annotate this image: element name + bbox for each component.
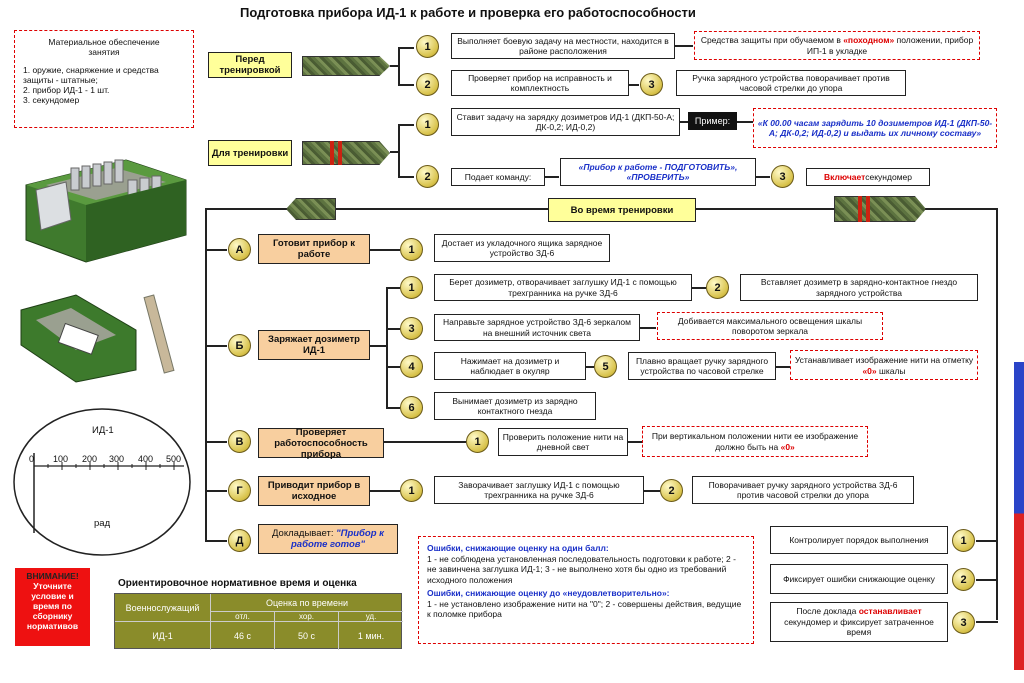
stage-a-label: Готовит прибор к работе [258, 234, 370, 264]
norm-value-good: 50 с [275, 622, 339, 650]
stage-v-step-1: Проверить положение нити на дневной свет [498, 428, 628, 456]
scale-tick-label: 300 [109, 454, 125, 464]
stage-g-step-2: Поворачивает ручку зарядного устройства … [692, 476, 914, 504]
step-number: 2 [660, 479, 683, 502]
errors-text-2: 1 - не установлено изображение нити на "… [427, 598, 742, 620]
scale-tick-label: 200 [82, 454, 98, 464]
step-number: 2 [416, 165, 439, 188]
errors-text-1: 1 - не соблюдена установленная последова… [427, 553, 736, 585]
norm-row-device: ИД-1 [115, 622, 211, 650]
shoulder-strap-soldier [302, 56, 390, 76]
shoulder-strap-officer-small [834, 196, 926, 222]
lead-example-text: «К 00.00 часам зарядить 10 дозиметров ИД… [753, 108, 997, 148]
stage-b-step-5-note: Устанавливает изображение нити на отметк… [790, 350, 978, 380]
step-number: 3 [640, 73, 663, 96]
for-training-label: Для тренировки [208, 140, 292, 166]
norm-col-grade: Оценка по времени [211, 594, 403, 612]
stage-b-step-1: Берет дозиметр, отворачивает заглушку ИД… [434, 274, 692, 301]
before-step-1-note: Средства защиты при обучаемом в «походно… [694, 31, 980, 60]
right-step-3: После доклада останавливает секундомер и… [770, 602, 948, 642]
stage-v-step-1-note: При вертикальном положении нити ее изобр… [642, 426, 868, 457]
stage-a-step-1: Достает из укладочного ящика зарядное ус… [434, 234, 610, 262]
dosimeter-scale [12, 408, 192, 556]
shoulder-strap-officer [302, 141, 390, 165]
step-number: 6 [400, 396, 423, 419]
stage-letter: А [228, 238, 251, 261]
step-number: 4 [400, 355, 423, 378]
flag-stripe [1014, 210, 1024, 670]
lead-command: «Прибор к работе - ПОДГОТОВИТЬ», «ПРОВЕР… [560, 158, 756, 186]
errors-heading-1: Ошибки, снижающие оценку на один балл: [427, 543, 609, 553]
shoulder-strap-soldier-small [286, 198, 336, 220]
material-items: 1. оружие, снаряжение и средства защиты … [23, 65, 159, 105]
norm-value-satisfactory: 1 мин. [357, 631, 385, 641]
stage-b-label: Заряжает дозиметр ИД-1 [258, 330, 370, 360]
step-number: 5 [594, 355, 617, 378]
during-training-label: Во время тренировки [548, 198, 696, 222]
right-step-1: Контролирует порядок выполнения [770, 526, 948, 554]
stage-v-label: Проверяет работоспособность прибора [258, 427, 384, 460]
stage-g-label: Приводит прибор в исходное [258, 476, 370, 506]
scale-tick-label: 400 [138, 454, 154, 464]
before-training-label: Перед тренировкой [208, 52, 292, 78]
step-number: 3 [952, 611, 975, 634]
example-label: Пример: [688, 112, 737, 130]
right-step-2: Фиксирует ошибки снижающие оценку [770, 564, 948, 594]
stage-b-step-5: Плавно вращает ручку зарядного устройств… [628, 352, 776, 380]
step-number: 1 [416, 35, 439, 58]
norm-title: Ориентировочное нормативное время и оцен… [118, 578, 357, 589]
warning-heading: ВНИМАНИЕ! [26, 571, 79, 581]
stage-letter: Б [228, 334, 251, 357]
before-step-1: Выполняет боевую задачу на местности, на… [451, 33, 675, 59]
step-number: 3 [400, 317, 423, 340]
stage-b-step-2: Вставляет дозиметр в зарядно-контактное … [740, 274, 978, 301]
stage-letter: Г [228, 479, 251, 502]
scale-tick-label: 500 [166, 454, 182, 464]
lead-step-2: Подает команду: [451, 168, 545, 186]
stage-b-step-3: Направьте зарядное устройство ЗД-6 зерка… [434, 314, 640, 341]
norm-value-excellent: 46 с [211, 622, 275, 650]
device-case-image [16, 140, 192, 265]
stage-letter: В [228, 430, 251, 453]
norm-col-soldier: Военнослужащий [115, 594, 211, 622]
scale-tick-label: 100 [53, 454, 69, 464]
lead-step-3: Включает секундомер [806, 168, 930, 186]
material-panel: Материальное обеспечение занятия 1. оруж… [14, 30, 194, 128]
before-step-2: Проверяет прибор на исправность и компле… [451, 70, 629, 96]
stage-b-step-6: Вынимает дозиметр из зарядно контактного… [434, 392, 596, 420]
errors-panel: Ошибки, снижающие оценку на один балл: 1… [418, 536, 754, 644]
step-number: 1 [466, 430, 489, 453]
errors-heading-2: Ошибки, снижающие оценку до «неудовлетво… [427, 588, 670, 598]
before-step-3: Ручка зарядного устройства поворачивает … [676, 70, 906, 96]
stage-b-step-4: Нажимает на дозиметр и наблюдает в окуля… [434, 352, 586, 380]
scale-unit: рад [94, 518, 111, 529]
step-number: 1 [400, 238, 423, 261]
stage-d-label: Докладывает: "Прибор к работе готов" [258, 524, 398, 554]
material-heading: Материальное обеспечение занятия [48, 37, 160, 57]
norm-table: Военнослужащий Оценка по времени отл. хо… [114, 593, 403, 650]
lead-step-1: Ставит задачу на зарядку дозиметров ИД-1… [451, 108, 680, 136]
grade-excellent: отл. [211, 612, 275, 622]
warning-text: Уточните условие и время по сборнику нор… [26, 581, 79, 631]
scale-tick-label: 0 [29, 454, 35, 464]
step-number: 3 [771, 165, 794, 188]
charger-image [16, 290, 196, 385]
stage-g-step-1: Заворачивает заглушку ИД-1 с помощью тре… [434, 476, 644, 504]
warning-box: ВНИМАНИЕ! Уточните условие и время по сб… [15, 568, 90, 646]
step-number: 2 [416, 73, 439, 96]
step-number: 1 [952, 529, 975, 552]
grade-satisfactory: уд. [339, 612, 403, 622]
step-number: 1 [400, 276, 423, 299]
step-number: 1 [400, 479, 423, 502]
step-number: 1 [416, 113, 439, 136]
grade-good: хор. [275, 612, 339, 622]
stage-b-step-3-note: Добивается максимального освещения шкалы… [657, 312, 883, 340]
scale-label: ИД-1 [92, 425, 114, 436]
step-number: 2 [952, 568, 975, 591]
page-title: Подготовка прибора ИД-1 к работе и прове… [240, 5, 696, 20]
stage-letter: Д [228, 529, 251, 552]
step-number: 2 [706, 276, 729, 299]
